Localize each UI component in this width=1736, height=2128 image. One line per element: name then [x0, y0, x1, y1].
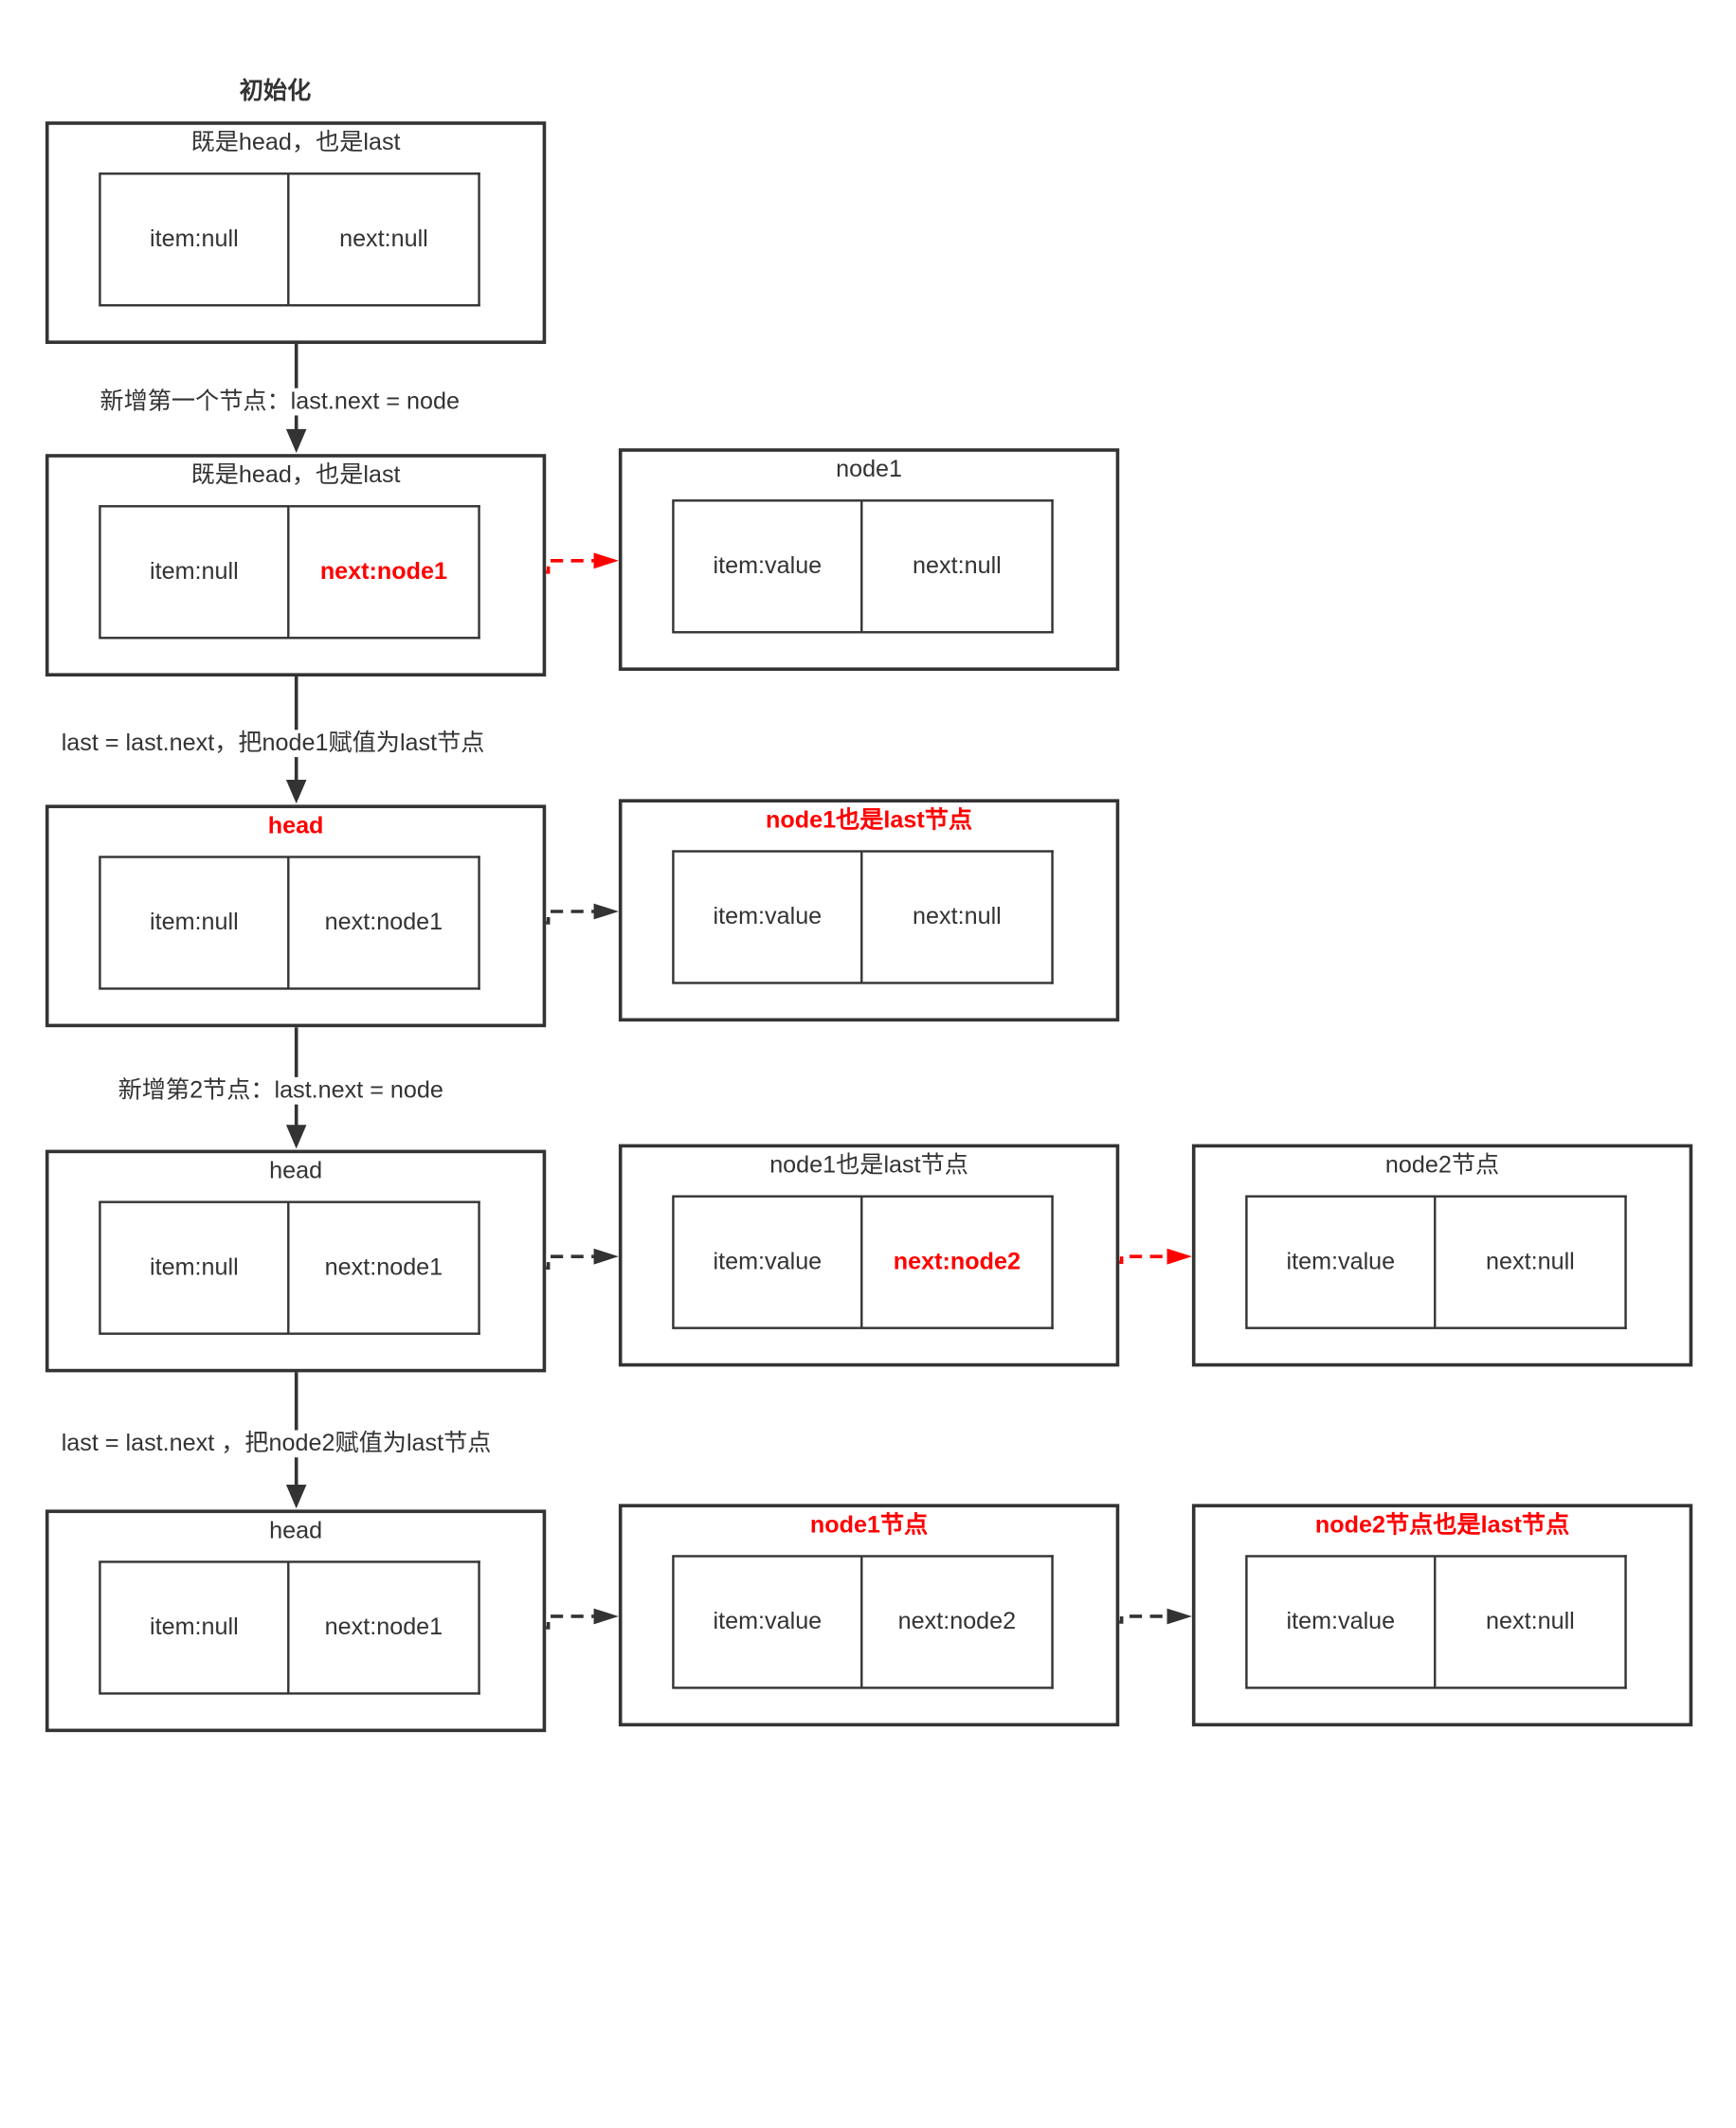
- diagram-title: 初始化: [239, 78, 312, 105]
- step-label-2: last = last.next，把node1赋值为last节点: [61, 730, 485, 758]
- item-cell: item:null: [99, 1560, 290, 1695]
- item-cell: item:null: [99, 856, 290, 990]
- item-cell: item:value: [672, 1555, 863, 1689]
- node-caption: node1也是last节点: [769, 1151, 968, 1179]
- node-caption: 既是head，也是last: [190, 461, 401, 489]
- node-caption: node2节点: [1384, 1151, 1500, 1179]
- node-caption: node1也是last节点: [766, 806, 973, 834]
- pointer-arrowhead-4: [1166, 1248, 1192, 1265]
- node1-row2: node1 item:value next:null: [618, 448, 1120, 672]
- node-caption: node2节点也是last节点: [1314, 1511, 1570, 1539]
- node-caption: node1节点: [809, 1511, 929, 1539]
- node1-row3: node1也是last节点 item:value next:null: [618, 799, 1120, 1022]
- next-cell: next:node1: [289, 1560, 480, 1695]
- next-cell: next:node1: [289, 856, 480, 990]
- step-arrowhead-1: [285, 428, 307, 454]
- node1-row4: node1也是last节点 item:value next:node2: [618, 1144, 1120, 1367]
- step-label-3: 新增第2节点：last.next = node: [118, 1076, 443, 1105]
- next-cell: next:null: [1436, 1195, 1627, 1329]
- node2-row4: node2节点 item:value next:null: [1191, 1144, 1693, 1367]
- item-cell: item:value: [672, 499, 863, 634]
- node-head-initial: 既是head，也是last item:null next:null: [45, 121, 547, 344]
- step-arrowhead-4: [285, 1484, 307, 1509]
- next-cell: next:node1: [289, 505, 480, 640]
- pointer-arrow-line-1: [479, 559, 599, 574]
- node-head-row3: head item:null next:node1: [45, 804, 547, 1028]
- node-caption: head: [269, 1157, 323, 1184]
- pointer-arrow-line-4: [1053, 1254, 1172, 1264]
- item-cell: item:value: [1245, 1555, 1437, 1689]
- next-cell: next:null: [1436, 1555, 1627, 1689]
- next-cell: next:node2: [862, 1195, 1054, 1329]
- step-arrowhead-3: [285, 1125, 307, 1149]
- node-caption: head: [269, 1517, 323, 1544]
- next-cell: next:null: [289, 172, 480, 307]
- pointer-arrowhead-6: [1166, 1608, 1192, 1625]
- item-cell: item:value: [672, 850, 863, 984]
- step-label-1: 新增第一个节点：last.next = node: [99, 388, 461, 416]
- item-cell: item:null: [99, 172, 290, 307]
- pointer-arrowhead-5: [593, 1608, 619, 1625]
- pointer-arrow-line-6: [1053, 1614, 1172, 1624]
- node1-row5: node1节点 item:value next:node2: [618, 1504, 1120, 1727]
- node-head-row2: 既是head，也是last item:null next:node1: [45, 454, 547, 677]
- next-cell: next:node1: [289, 1200, 480, 1335]
- pointer-arrowhead-3: [593, 1248, 619, 1265]
- item-cell: item:value: [672, 1195, 863, 1329]
- node-head-row4: head item:null next:node1: [45, 1149, 547, 1373]
- step-label-4: last = last.next ，把node2赋值为last节点: [61, 1430, 492, 1458]
- next-cell: next:node2: [862, 1555, 1054, 1689]
- node2-row5: node2节点也是last节点 item:value next:null: [1191, 1504, 1693, 1727]
- step-arrowhead-2: [285, 780, 307, 804]
- item-cell: item:null: [99, 1200, 290, 1335]
- node-caption: head: [267, 812, 324, 839]
- item-cell: item:null: [99, 505, 290, 640]
- next-cell: next:null: [862, 850, 1054, 984]
- node-caption: 既是head，也是last: [190, 129, 401, 156]
- next-cell: next:null: [862, 499, 1054, 634]
- node-caption: node1: [836, 456, 903, 483]
- connector-layer: [285, 343, 1192, 1630]
- item-cell: item:value: [1245, 1195, 1437, 1329]
- pointer-arrowhead-2: [593, 903, 619, 920]
- node-head-row5: head item:null next:node1: [45, 1509, 547, 1733]
- pointer-arrowhead-1: [593, 552, 619, 569]
